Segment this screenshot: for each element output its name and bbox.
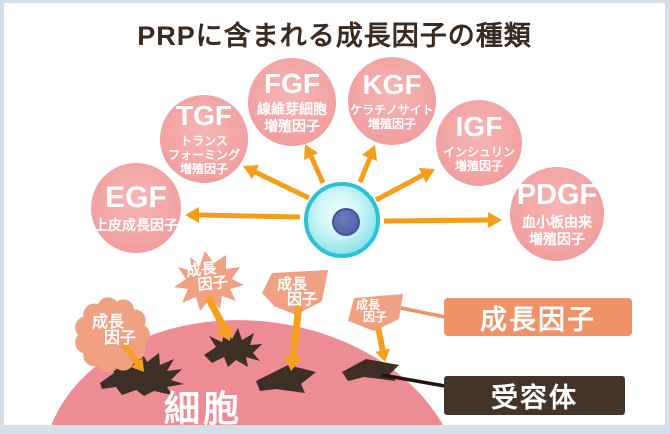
factor-sub-line: 増殖因子	[179, 162, 228, 177]
radiating-arrows-icon	[185, 144, 502, 228]
factor-abbr: EGF	[105, 181, 167, 215]
central-cell-icon	[304, 182, 380, 258]
cell-label: 細胞	[164, 388, 243, 429]
receptor-shapes-icon	[100, 328, 399, 396]
factor-circle-tgf: TGF トランス フォーミング 増殖因子	[160, 95, 248, 183]
blob-label: 成長 因子	[277, 277, 317, 307]
factor-sub-line: トランス	[180, 133, 228, 148]
factor-sub-line: 増殖因子	[264, 118, 320, 135]
factor-circle-pdgf: PDGF 血小板由来 増殖因子	[510, 167, 604, 261]
factor-sub-line: 上皮成長因子	[94, 216, 178, 233]
factor-sub-line: フォーミング	[167, 148, 240, 162]
growth-factor-connector-line	[400, 306, 446, 319]
factor-abbr: TGF	[176, 100, 232, 132]
factor-sub-line: インシュリン	[442, 144, 515, 159]
factor-sub-line: ケラチノサイト	[350, 102, 434, 117]
page-title: PRPに含まれる成長因子の種類	[137, 21, 532, 51]
cell-membrane-shape	[42, 320, 462, 425]
blob-label-line: 因子	[104, 330, 137, 347]
blob-label-line: 因子	[287, 291, 318, 308]
blob-label-line: 因子	[196, 273, 229, 294]
legend-receptor: 受容体	[444, 376, 625, 415]
factor-circle-egf: EGF 上皮成長因子	[91, 163, 181, 253]
factor-abbr: PDGF	[516, 179, 598, 212]
blob-label: 成長 因子	[356, 299, 387, 323]
factor-sub-line: 増殖因子	[367, 117, 416, 132]
blob-label-line: 成長	[277, 276, 308, 293]
blob-label-line: 成長	[92, 314, 125, 331]
blob-label-line: 因子	[363, 310, 388, 324]
factor-sub-line: 線維芽細胞	[257, 101, 327, 118]
receptor-connector-line	[381, 373, 446, 388]
blob-label: 成長 因子	[92, 315, 136, 347]
factor-sub-line: 増殖因子	[454, 159, 503, 174]
factor-circle-kgf: KGF ケラチノサイト 増殖因子	[348, 57, 436, 145]
binding-arrows-icon	[121, 295, 390, 372]
factor-abbr: IGF	[455, 111, 503, 143]
factor-circle-igf: IGF インシュリン 増殖因子	[436, 100, 522, 186]
blob-label-line: 成長	[356, 298, 381, 312]
factor-abbr: FGF	[264, 68, 320, 99]
blob-label: 成長 因子	[185, 260, 229, 294]
factor-abbr: KGF	[362, 69, 422, 101]
cell-nucleus-icon	[332, 208, 360, 236]
legend-growth-factor: 成長因子	[444, 298, 632, 336]
factor-sub-line: 血小板由来	[522, 213, 592, 230]
factor-sub-line: 増殖因子	[529, 230, 585, 247]
diagram-graphics	[42, 144, 502, 425]
factor-circle-fgf: FGF 線維芽細胞 増殖因子	[248, 58, 336, 146]
